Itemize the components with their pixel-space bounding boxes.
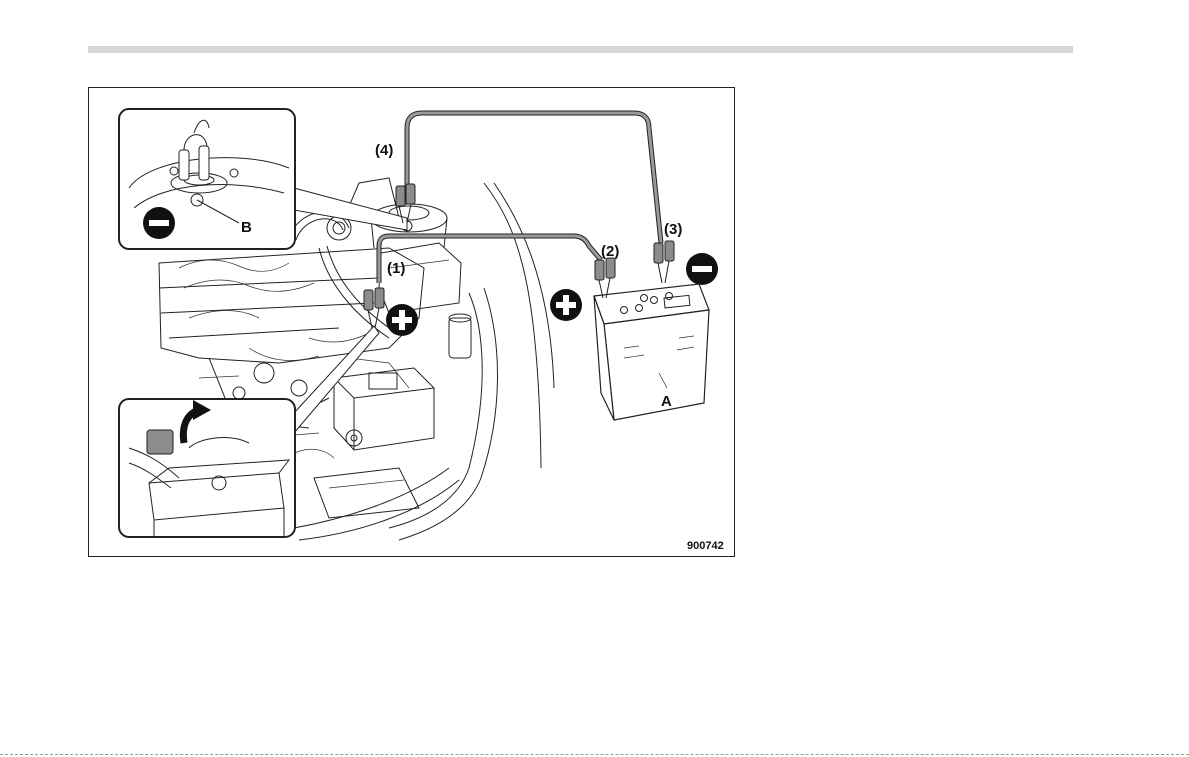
callout-4: (4) <box>375 142 393 159</box>
jumper-cable-negative <box>407 113 661 243</box>
page-bottom-edge <box>0 754 1189 755</box>
callout-1: (1) <box>387 260 405 277</box>
plus-circle-icon <box>550 289 582 321</box>
jumper-cable-positive <box>379 236 601 283</box>
label-a: A <box>661 393 672 410</box>
label-b: B <box>241 219 252 236</box>
callout-2: (2) <box>601 243 619 260</box>
jump-start-illustration: B <box>88 87 735 557</box>
clamp-1: (1) <box>364 260 418 336</box>
inset-ground-point: B <box>119 109 407 249</box>
header-rule <box>88 46 1073 53</box>
clamp-3: (3) <box>654 221 718 285</box>
minus-circle-icon <box>143 207 175 239</box>
minus-circle-icon <box>686 253 718 285</box>
figure-number: 900742 <box>687 540 724 552</box>
booster-battery: A <box>594 284 709 420</box>
callout-3: (3) <box>664 221 682 238</box>
inset-positive-terminal <box>119 326 379 537</box>
illustration-canvas: B <box>89 88 734 556</box>
plus-circle-icon <box>386 304 418 336</box>
